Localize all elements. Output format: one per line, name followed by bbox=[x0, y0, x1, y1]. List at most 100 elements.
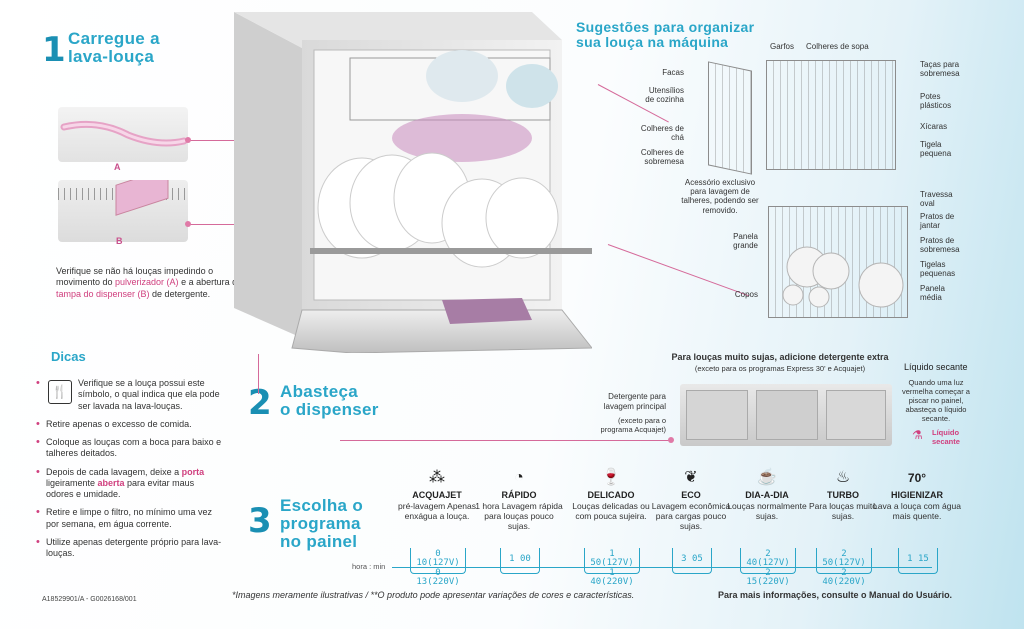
dica-text-3: Coloque as louças com a boca para baixo … bbox=[46, 437, 222, 459]
step2-title-line1: Abasteça bbox=[280, 382, 358, 401]
program-desc: Lava a louça com água mais quente. bbox=[873, 501, 961, 522]
program-name: TURBO bbox=[827, 490, 859, 500]
lcd-eco: 3 05 bbox=[672, 548, 712, 574]
aberta-highlight: aberta bbox=[97, 477, 125, 488]
porta-highlight: porta bbox=[181, 466, 205, 477]
label-tacas: Taças para sobremesa bbox=[920, 60, 960, 79]
program-delicado: 🍷 DELICADO Louças delicadas ou com pouca… bbox=[566, 468, 656, 521]
dispenser-lid-illustration bbox=[58, 167, 188, 242]
label-garfos: Garfos bbox=[770, 42, 795, 51]
step1-number: 1 bbox=[42, 30, 66, 70]
dishwasher-safe-icon: 🍴 bbox=[48, 380, 72, 404]
dishwasher-drawing bbox=[234, 12, 600, 354]
spray-icon: ⁂ bbox=[429, 469, 445, 486]
pot-icon: ♨ bbox=[835, 469, 851, 486]
dispenser-photo-1 bbox=[686, 390, 748, 440]
step1-text-part1: Verifique se não há louças impedindo o m… bbox=[56, 266, 214, 288]
extra-detergent-title: Para louças muito sujas, adicione deterg… bbox=[671, 352, 889, 362]
dispenser-lid-drawing bbox=[58, 167, 188, 216]
clock-1h-icon: ◔ bbox=[514, 469, 524, 486]
wine-glass-icon: 🍷 bbox=[601, 469, 621, 486]
step1-title: Carregue a lava-louça bbox=[68, 30, 160, 66]
leaf-icon: ❦ bbox=[684, 469, 698, 486]
dica-text-4c: para evitar maus odores e umidade. bbox=[46, 477, 195, 499]
dispenser-photo-2 bbox=[756, 390, 818, 440]
program-higienizar: 70° HIGIENIZAR Lava a louça com água mai… bbox=[872, 468, 962, 521]
label-pratos-jantar: Pratos de jantar bbox=[920, 212, 955, 231]
program-desc: Louças delicadas ou com pouca sujeira. bbox=[572, 501, 650, 522]
footer-disclaimer: *Imagens meramente ilustrativas / **O pr… bbox=[232, 590, 635, 600]
cutlery-basket-diagram bbox=[708, 61, 752, 175]
dica-item: 🍴 Verifique se a louça possui este símbo… bbox=[34, 377, 224, 412]
lcd-value: 1 00 bbox=[509, 554, 531, 564]
program-name: ECO bbox=[681, 490, 701, 500]
label-colheres-cha: Colheres de chá bbox=[640, 124, 684, 143]
footer-manual: Para mais informações, consulte o Manual… bbox=[718, 590, 953, 600]
lcd-value: 2 50(127V) bbox=[822, 549, 866, 569]
lcd-turbo: 2 50(127V)2 40(220V) bbox=[816, 548, 872, 587]
label-panela-grande: Panela grande bbox=[733, 232, 758, 251]
callout-dot-b bbox=[185, 221, 191, 227]
main-detergent-label: Detergente para lavagem principal bbox=[603, 392, 666, 411]
dica-item: Depois de cada lavagem, deixe a porta li… bbox=[34, 466, 224, 501]
dica-text-2: Retire apenas o excesso de comida. bbox=[46, 418, 192, 429]
step3-title-line3: no painel bbox=[280, 531, 358, 551]
dishwasher-illustration bbox=[232, 8, 600, 354]
step2-title: Abasteça o dispenser bbox=[280, 383, 379, 419]
lcd-value: 0 13(220V) bbox=[416, 567, 460, 588]
label-facas: Facas bbox=[662, 68, 684, 77]
dica-text-4a: Depois de cada lavagem, deixe a bbox=[46, 466, 182, 477]
label-travessa: Travessa oval bbox=[920, 190, 953, 209]
70-degree-icon: 70° bbox=[907, 471, 927, 485]
program-desc: Louças normalmente sujas. bbox=[727, 501, 807, 522]
lcd-value: 1 15 bbox=[907, 554, 929, 564]
lcd-value: 2 40(127V) bbox=[746, 549, 790, 569]
rinse-aid-icon: ⚗ bbox=[912, 428, 923, 442]
label-panela-media: Panela média bbox=[920, 284, 945, 303]
lcd-baseline bbox=[392, 567, 932, 568]
label-a: A bbox=[114, 162, 121, 172]
lower-rack-diagram bbox=[768, 206, 908, 318]
callout-dot-a bbox=[185, 137, 191, 143]
program-eco: ❦ ECO Lavagem econômica para cargas pouc… bbox=[646, 468, 736, 532]
step3-title-line1: Escolha o bbox=[280, 496, 364, 515]
label-utensilios: Utensílios de cozinha bbox=[645, 86, 684, 105]
program-turbo: ♨ TURBO Para louças muito sujas. bbox=[798, 468, 888, 521]
callout-line-lower-rack bbox=[607, 244, 750, 297]
sugestoes-title: Sugestões para organizar sua louça na má… bbox=[576, 20, 754, 49]
rinse-aid-icon-label: Líquido secante bbox=[932, 428, 960, 446]
program-name: ACQUAJET bbox=[412, 490, 462, 500]
dica-item: Coloque as louças com a boca para baixo … bbox=[34, 436, 224, 460]
sugestoes-title-line2: sua louça na máquina bbox=[576, 33, 729, 50]
step2-title-line2: o dispenser bbox=[280, 399, 379, 419]
label-xicaras: Xícaras bbox=[920, 122, 948, 131]
program-desc: 1 hora Lavagem rápida para louças pouco … bbox=[475, 501, 563, 532]
lcd-value: 2 15(220V) bbox=[746, 567, 790, 588]
label-tigelas-pequenas: Tigelas pequenas bbox=[920, 260, 956, 279]
dicas-title: Dicas bbox=[51, 349, 86, 364]
label-pratos-sobremesa: Pratos de sobremesa bbox=[920, 236, 960, 255]
dispenser-photo-3 bbox=[826, 390, 886, 440]
program-desc: pré-lavagem Apenas enxágua a louça. bbox=[398, 501, 476, 522]
lcd-value: 0 10(127V) bbox=[416, 549, 460, 569]
dica-text-6: Utilize apenas detergente próprio para l… bbox=[46, 536, 222, 558]
program-desc: Para louças muito sujas. bbox=[808, 501, 878, 522]
rinse-aid-title: Líquido secante bbox=[904, 362, 968, 372]
step2-number: 2 bbox=[248, 383, 272, 423]
upper-rack-diagram bbox=[766, 60, 896, 170]
program-name: RÁPIDO bbox=[501, 490, 537, 500]
step1-title-line1: Carregue a bbox=[68, 29, 160, 48]
lower-rack-dishes bbox=[782, 246, 904, 308]
step3-title: Escolha o programa no painel bbox=[280, 497, 363, 551]
step1-text-part2: e a abertura da bbox=[178, 277, 243, 288]
step3-title-line2: programa bbox=[280, 513, 361, 533]
lcd-value: 1 50(127V) bbox=[590, 549, 634, 569]
lcd-rapido: 1 00 bbox=[500, 548, 540, 574]
program-rapido: ◔ RÁPIDO 1 hora Lavagem rápida para louç… bbox=[474, 468, 564, 532]
lcd-dia-a-dia: 2 40(127V)2 15(220V) bbox=[740, 548, 796, 587]
spray-arm-drawing bbox=[60, 120, 188, 147]
step1-text-part3: de detergente. bbox=[149, 288, 211, 299]
step1-instruction: Verifique se não há louças impedindo o m… bbox=[56, 266, 252, 300]
lcd-label: hora : min bbox=[352, 562, 386, 571]
callout-dot-dispenser bbox=[668, 437, 674, 443]
